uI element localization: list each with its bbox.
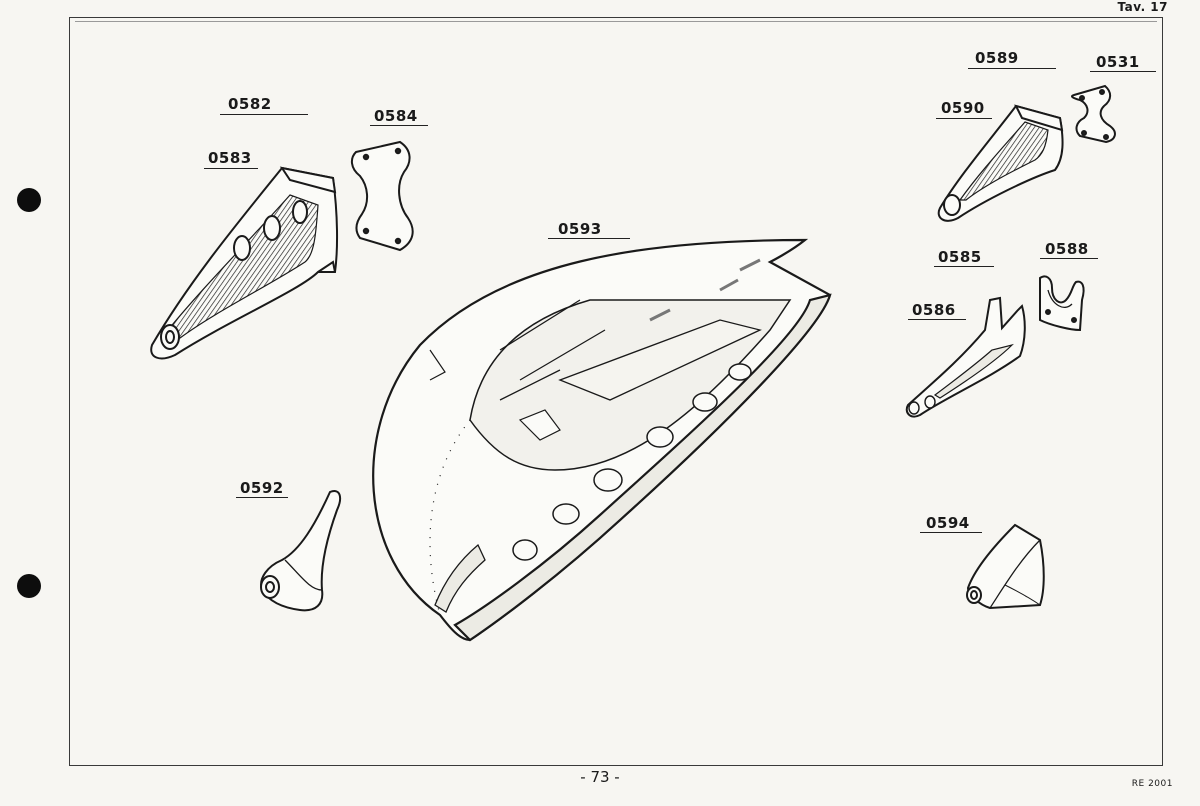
label-0583: 0583 [208,149,252,167]
leader-0585 [934,266,994,267]
leader-0590 [936,118,992,119]
part-0586-drawing [905,296,1026,418]
leader-0592 [236,497,288,498]
leader-0584 [370,125,428,126]
leader-0586 [908,319,966,320]
part-0590-drawing [937,104,1064,222]
label-0582: 0582 [228,95,272,113]
leader-0531 [1090,71,1156,72]
part-0592-drawing [260,490,342,612]
label-0586: 0586 [912,301,956,319]
part-0588-drawing [1039,275,1085,332]
leader-0589 [968,68,1056,69]
leader-0594 [920,532,982,533]
label-0584: 0584 [374,107,418,125]
leader-0582 [220,114,308,115]
document-code: RE 2001 [1131,779,1173,789]
binder-hole-top [17,188,41,212]
plate-number: Tav. 17 [1117,0,1168,14]
part-0594-drawing [966,523,1045,610]
part-0583-drawing [150,166,339,360]
label-0593: 0593 [558,220,602,238]
label-0592: 0592 [240,479,284,497]
leader-0593 [548,238,630,239]
part-0584-drawing [350,140,414,252]
page-number: - 73 - [580,768,620,786]
label-0588: 0588 [1045,240,1089,258]
binder-hole-bottom [17,574,41,598]
leader-0583 [204,168,258,169]
drawing-frame [69,17,1163,766]
label-0585: 0585 [938,248,982,266]
part-0593-drawing [372,238,832,642]
frame-rule [75,21,1157,22]
label-0531: 0531 [1096,53,1140,71]
leader-0588 [1040,258,1098,259]
label-0590: 0590 [941,99,985,117]
label-0589: 0589 [975,49,1019,67]
part-0531-drawing [1071,84,1116,144]
label-0594: 0594 [926,514,970,532]
